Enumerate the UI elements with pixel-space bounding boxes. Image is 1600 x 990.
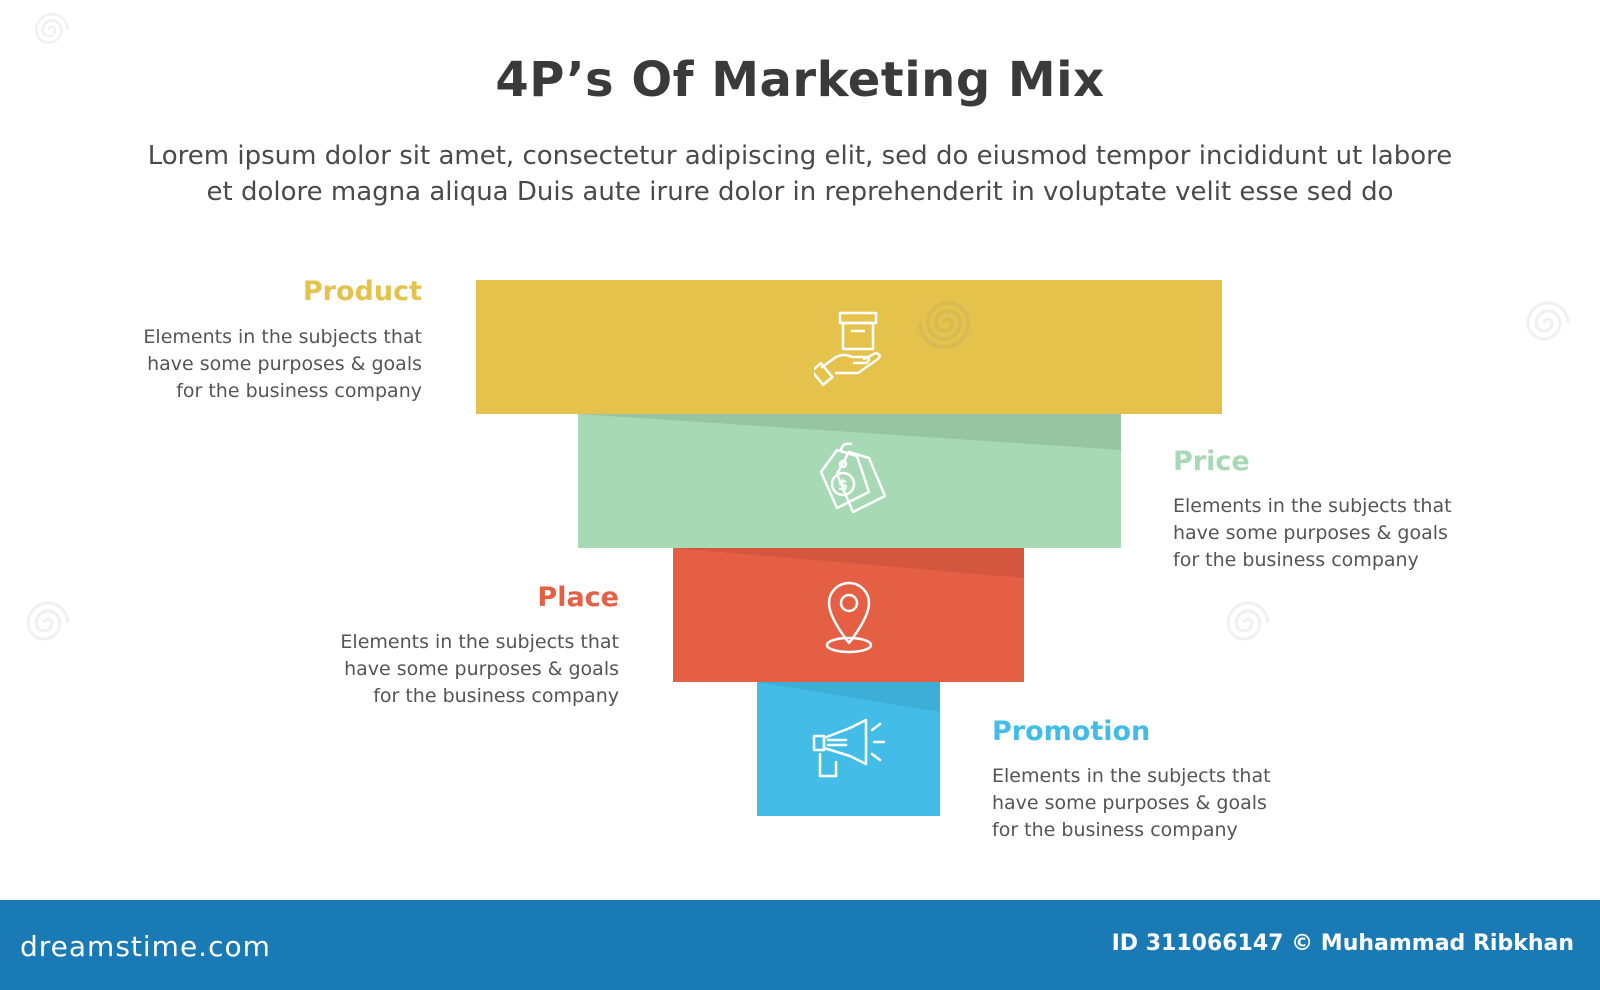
location-pin-icon (825, 581, 872, 654)
desc-price-line-3: for the business company (1173, 549, 1419, 571)
subtitle-line-2: et dolore magna aliqua Duis aute irure d… (206, 177, 1394, 207)
label-price: Price (1173, 446, 1250, 477)
desc-place-line-3: for the business company (373, 685, 619, 707)
footer-brand[interactable]: dreamstime.com (20, 930, 271, 963)
desc-place-line-1: Elements in the subjects that (340, 631, 619, 653)
funnel-bar-product (476, 280, 1222, 414)
footer-bar: dreamstime.com ID 311066147 © Muhammad R… (0, 900, 1600, 990)
desc-promotion-line-3: for the business company (992, 819, 1238, 841)
label-product: Product (302, 276, 422, 307)
desc-product-line-2: have some purposes & goals (147, 353, 422, 375)
footer-credit: ID 311066147 © Muhammad Ribkhan (1111, 931, 1574, 956)
desc-place-line-2: have some purposes & goals (344, 658, 619, 680)
watermark-spiral-icon (1526, 301, 1570, 341)
desc-price-line-1: Elements in the subjects that (1173, 495, 1452, 517)
subtitle: Lorem ipsum dolor sit amet, consectetur … (60, 138, 1540, 210)
bar-shadow (673, 548, 1024, 578)
desc-product-line-1: Elements in the subjects that (143, 326, 422, 348)
desc-product-line-3: for the business company (176, 380, 422, 402)
label-promotion: Promotion (992, 716, 1151, 747)
desc-place: Elements in the subjects that have some … (319, 629, 619, 710)
watermark-spiral-icon (35, 13, 69, 44)
price-tag-icon: $ (819, 442, 886, 514)
desc-promotion-line-1: Elements in the subjects that (992, 765, 1271, 787)
megaphone-icon (812, 718, 885, 778)
page-title: 4P’s Of Marketing Mix (495, 52, 1105, 108)
desc-price-line-2: have some purposes & goals (1173, 522, 1448, 544)
watermark-spiral-icon (26, 601, 70, 641)
watermark-spiral-icon (1226, 601, 1270, 641)
desc-product: Elements in the subjects that have some … (122, 324, 422, 405)
funnel-bar-place (673, 548, 1024, 682)
desc-promotion: Elements in the subjects that have some … (992, 763, 1292, 844)
funnel-bar-promotion (757, 682, 940, 816)
subtitle-line-1: Lorem ipsum dolor sit amet, consectetur … (147, 141, 1453, 171)
label-place: Place (537, 582, 619, 613)
watermark-spiral-icon (918, 301, 971, 349)
svg-text:$: $ (837, 476, 847, 494)
desc-promotion-line-2: have some purposes & goals (992, 792, 1267, 814)
funnel-bar-price: $ (578, 414, 1121, 548)
bar-shadow (578, 414, 1121, 450)
bar-shadow (757, 682, 940, 712)
box-in-hand-icon (814, 311, 881, 387)
desc-price: Elements in the subjects that have some … (1173, 493, 1473, 574)
